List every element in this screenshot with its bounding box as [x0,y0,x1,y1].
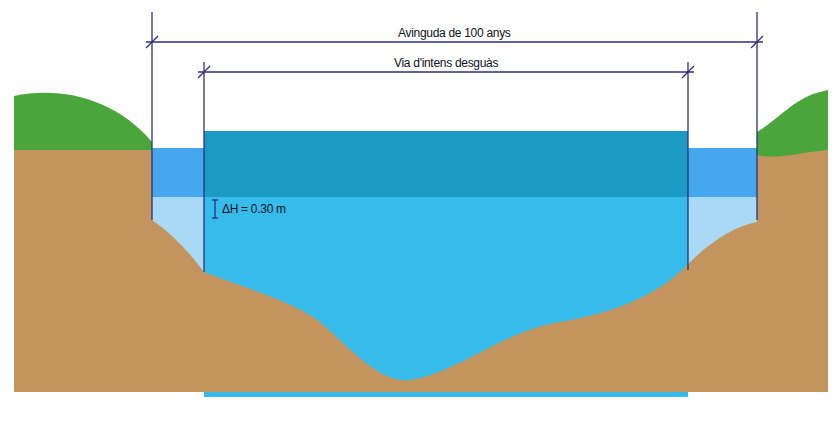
dimension-label: Avinguda de 100 anys [395,26,514,40]
dimension-label: ΔH = 0.30 m [219,202,289,216]
side-water [152,148,204,197]
floodway-band [204,131,688,197]
dimension-label: Via d'intens desguàs [391,56,501,70]
ground [14,150,828,392]
side-water [688,148,757,197]
dimension-lines [146,12,763,272]
